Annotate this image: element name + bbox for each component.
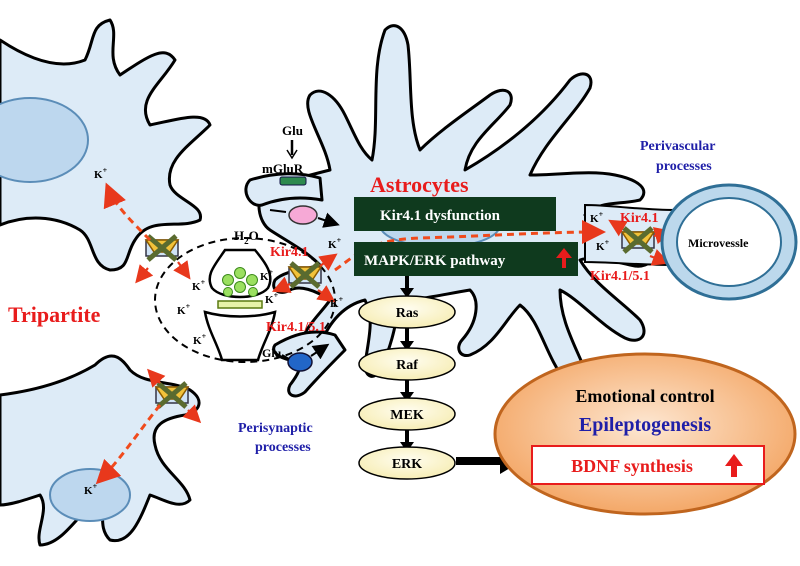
potassium-labels: K+ K+ K+ K+ K+ K+ K+ K+ K+ K+ K+ (84, 166, 610, 497)
vesicle (248, 287, 258, 297)
k-ion-label: K+ (192, 278, 206, 293)
label-h2o: H2O (234, 228, 259, 246)
k-ion-label: K+ (330, 295, 344, 310)
mglur-receptor (279, 176, 307, 186)
mapk-up-arrow-icon (556, 248, 572, 268)
vesicle (246, 274, 258, 286)
astrocyte-upper-left (0, 18, 212, 272)
label-emotional-control: Emotional control (575, 386, 714, 406)
k-buffering-path-lower (95, 404, 162, 485)
label-kir4151-left: Kir4.1/5.1 (266, 320, 326, 335)
label-kir4151-right: Kir4.1/5.1 (590, 269, 650, 284)
bdnf-box (531, 445, 765, 485)
synaptic-cleft (217, 300, 263, 309)
label-bdnf-synthesis: BDNF synthesis (571, 456, 693, 476)
kir41-dysfunction-box (354, 197, 556, 231)
k-buffering-path-upper (103, 182, 152, 242)
k-ion-label: K+ (177, 302, 191, 317)
nucleus-upper-left (0, 97, 89, 183)
label-mapk-erk: MAPK/ERK pathway (364, 253, 506, 269)
label-mglur: mGluR (262, 161, 304, 176)
label-glu-top: Glu (282, 123, 303, 138)
vesicle (222, 274, 234, 286)
label-tripartite: Tripartite (8, 302, 101, 327)
label-raf: Raf (396, 358, 418, 373)
k-ion-label: K+ (84, 482, 98, 497)
k-ion-label: K+ (265, 291, 279, 306)
aquaporin-channel (288, 205, 318, 225)
postsynaptic-terminal (203, 310, 277, 362)
kir-channel-crossed (156, 383, 188, 407)
label-epileptogenesis: Epileptogenesis (579, 414, 711, 436)
k-ion-label: K+ (596, 238, 610, 253)
mapk-erk-box (354, 242, 578, 276)
label-perisynaptic-line1: Perisynaptic (238, 421, 313, 436)
label-astrocytes: Astrocytes (370, 172, 469, 197)
label-erk: ERK (392, 457, 422, 472)
label-perivascular-line2: processes (656, 159, 712, 174)
k-ion-label: K+ (193, 332, 207, 347)
label-mek: MEK (390, 408, 424, 423)
label-kir41-left: Kir4.1 (270, 245, 309, 260)
vesicle (234, 281, 246, 293)
pathway-cascade (358, 276, 456, 480)
microvessel-lumen (676, 197, 782, 287)
label-ras: Ras (396, 306, 419, 321)
label-perivascular-line1: Perivascular (640, 139, 715, 154)
kir-channel-crossed (146, 236, 178, 260)
label-kir41-dysfunction: Kir4.1 dysfunction (380, 208, 501, 224)
k-ion-label: K+ (328, 236, 342, 251)
pathway-node-erk (358, 446, 456, 480)
vesicle (234, 267, 246, 279)
k-ion-label: K+ (590, 210, 604, 225)
label-microvessle: Microvessle (688, 236, 749, 250)
kir-channel-crossed (289, 263, 321, 287)
k-flux-arrows (135, 219, 673, 424)
k-ion-label: K+ (260, 268, 274, 283)
bdnf-up-arrow-icon (725, 454, 743, 477)
label-glu-bottom: Glu (262, 346, 282, 360)
k-ion-label: K+ (94, 166, 108, 181)
vesicle (223, 287, 233, 297)
kir-channel-crossed (622, 228, 654, 252)
glutamate-transporter (287, 352, 313, 372)
label-perisynaptic-line2: processes (255, 440, 311, 455)
label-kir41-right: Kir4.1 (620, 211, 659, 226)
